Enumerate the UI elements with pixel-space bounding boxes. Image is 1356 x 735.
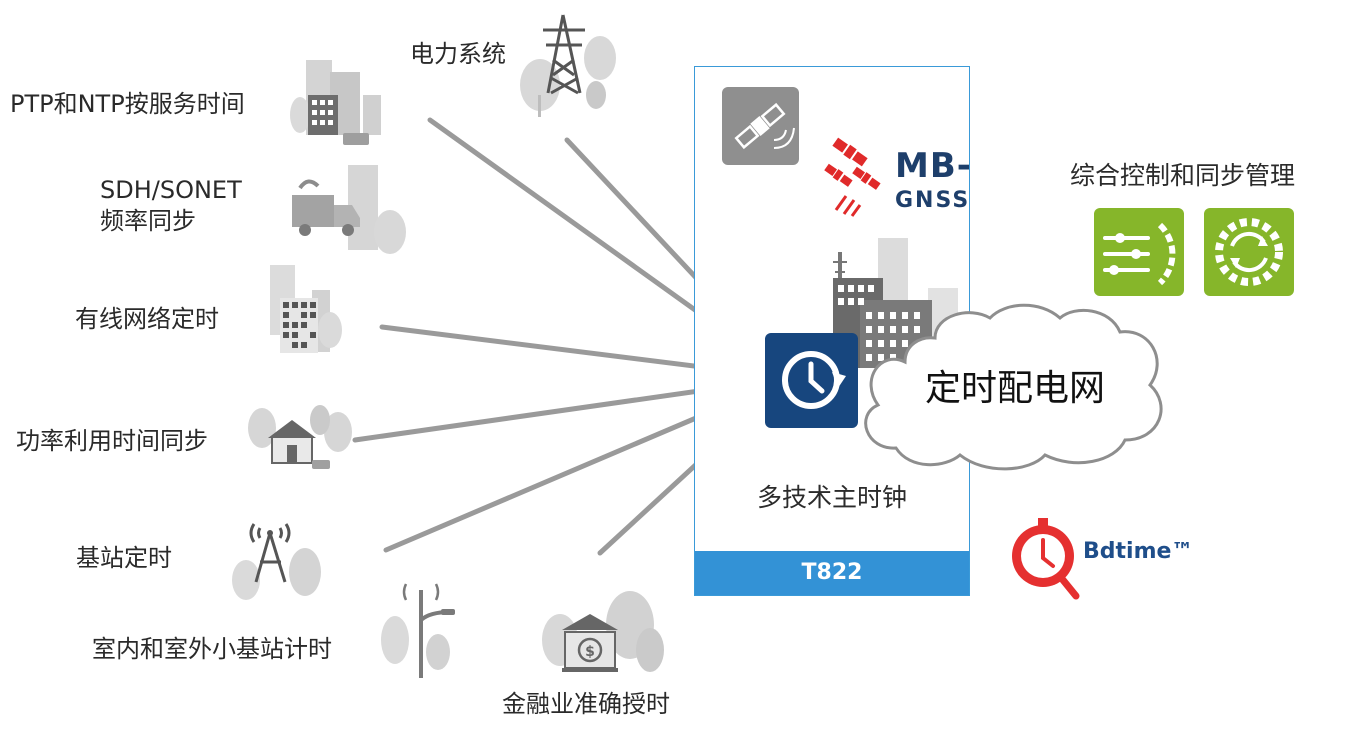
bank-icon: $	[542, 591, 664, 672]
management-title: 综合控制和同步管理	[1070, 161, 1296, 190]
label-base-station: 基站定时	[76, 544, 172, 572]
bdtime-logo-icon	[1012, 518, 1080, 600]
label-ptp-ntp: PTP和NTP按服务时间	[10, 90, 245, 118]
label-small-cell: 室内和室外小基站计时	[92, 635, 332, 663]
gnss-label-line1: MB-	[895, 146, 972, 186]
city-buildings-icon	[290, 60, 381, 145]
office-building-icon	[270, 265, 342, 353]
cell-tower-icon	[232, 523, 321, 600]
label-sdh-line1: SDH/SONET	[100, 176, 242, 204]
house-icon	[248, 405, 352, 469]
satellite-truck-icon	[292, 165, 406, 254]
label-power-system: 电力系统	[410, 40, 506, 68]
bdtime-brand-name: Bdtime™	[1083, 539, 1194, 564]
power-tower-icon	[520, 14, 616, 117]
svg-text:$: $	[585, 644, 595, 660]
satellite-tile-icon	[722, 87, 799, 165]
gnss-label-line2: GNSS	[895, 188, 971, 213]
label-wired-network: 有线网络定时	[75, 305, 219, 333]
label-power-usage: 功率利用时间同步	[16, 427, 208, 455]
streetlight-icon	[381, 583, 455, 678]
t822-model-bar: T822	[695, 551, 969, 595]
control-sliders-icon	[1094, 208, 1184, 296]
master-clock-caption: 多技术主时钟	[756, 483, 907, 512]
label-sdh-line2: 频率同步	[100, 207, 196, 235]
gnss-satellites-icon	[824, 137, 881, 217]
sync-gear-icon	[1204, 208, 1294, 296]
label-finance: 金融业准确授时	[502, 690, 670, 718]
master-clock-icon	[765, 333, 858, 428]
distribution-cloud-shape	[864, 303, 1163, 471]
cloud-label: 定时配电网	[925, 368, 1106, 409]
